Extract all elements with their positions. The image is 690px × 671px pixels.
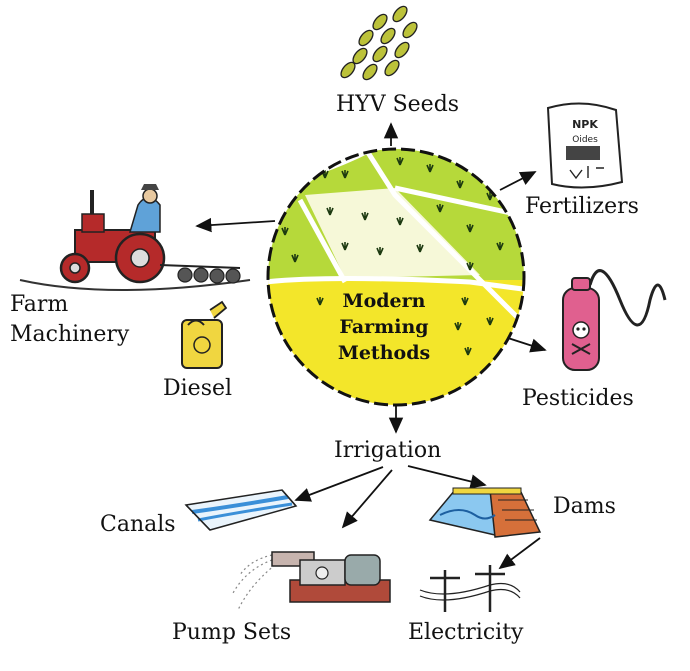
center-title-line-3: Methods [337, 342, 431, 364]
label-electricity: Electricity [408, 620, 524, 645]
center-title: Modern Farming Methods [322, 288, 446, 366]
crop-tufts [281, 157, 504, 356]
arrow-to-fertilizers [499, 171, 537, 191]
arrow-dams-to-electricity [498, 537, 541, 570]
fertilizer-bag-label-2: Oides [572, 135, 598, 145]
center-title-line-1: Modern [342, 290, 426, 312]
label-pump-sets: Pump Sets [172, 620, 292, 645]
label-machinery: Machinery [10, 322, 130, 347]
label-pesticides: Pesticides [522, 386, 634, 411]
fallow-plot [305, 188, 480, 278]
label-farm: Farm [10, 292, 69, 317]
label-fertilizers: Fertilizers [525, 194, 639, 219]
canal-illustration [184, 489, 298, 531]
arrow-to-machinery [195, 217, 276, 233]
pump-set-illustration [231, 551, 391, 611]
label-hyv-seeds: HYV Seeds [336, 92, 460, 117]
center-title-line-2: Farming [339, 316, 429, 338]
electricity-poles-illustration [419, 565, 521, 612]
arrows [195, 122, 547, 570]
arrow-to-dams [407, 465, 487, 489]
central-field [266, 147, 526, 407]
label-irrigation: Irrigation [334, 438, 442, 463]
seeds-illustration [340, 5, 418, 81]
pesticide-sprayer-illustration [562, 269, 667, 371]
arrow-to-canals [294, 466, 384, 502]
arrow-to-pump-sets [341, 469, 393, 529]
fertilizer-bag-label-npk: NPK [572, 118, 598, 131]
label-diesel: Diesel [163, 376, 233, 401]
diesel-can-illustration [181, 300, 228, 369]
tractor-illustration [19, 184, 251, 291]
label-dams: Dams [553, 494, 616, 519]
field-boundaries [268, 149, 524, 322]
label-canals: Canals [100, 512, 176, 537]
dam-illustration [428, 487, 542, 538]
arrow-to-pesticides [507, 337, 547, 353]
fertilizer-bag-illustration: NPK Oides [546, 102, 624, 189]
